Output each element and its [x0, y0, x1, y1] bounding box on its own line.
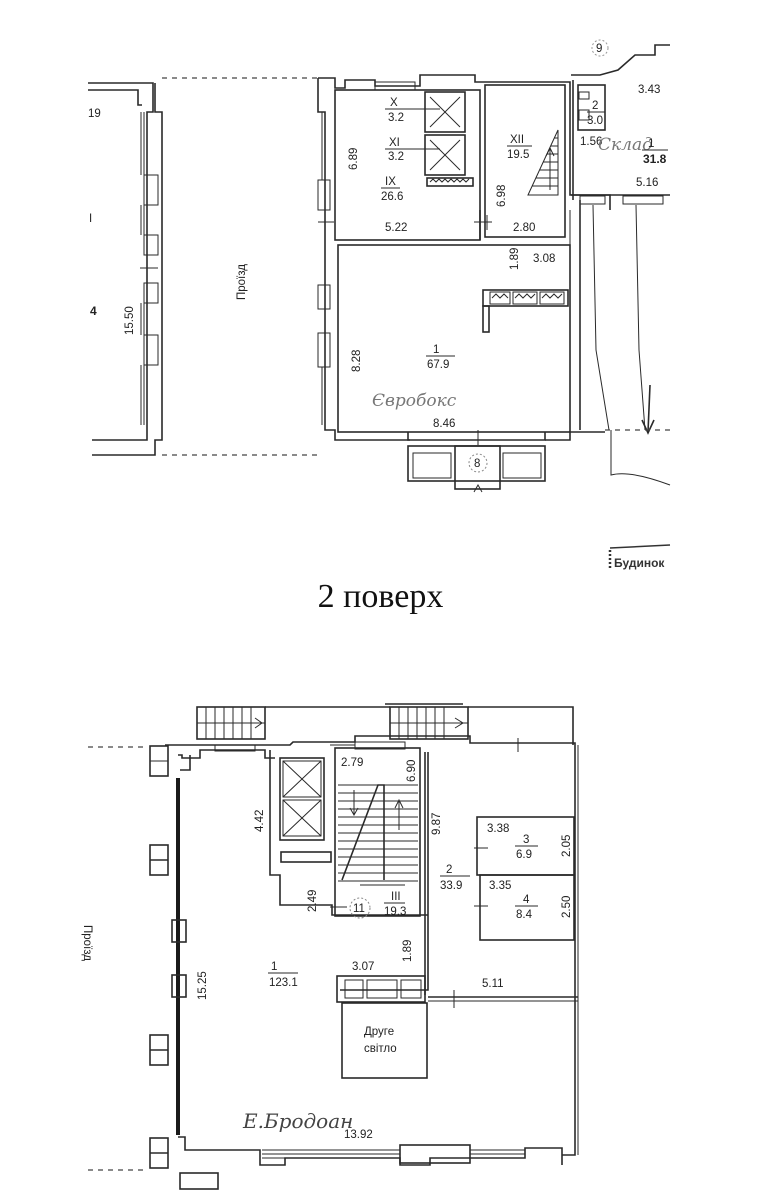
dim-left-wall-bottom: 15.25 [197, 971, 209, 1000]
room-1-id: 1 [433, 344, 439, 356]
dim-room4-height: 2.50 [561, 896, 573, 918]
room-4-id: 4 [523, 894, 530, 906]
handwritten-note-east: Склад [598, 135, 653, 155]
dim-stair-height: 6.90 [406, 760, 418, 782]
room-iii-area: 19.3 [384, 906, 406, 918]
dim-elevator-height: 4.42 [254, 810, 266, 832]
room-xii-area: 19.5 [507, 149, 529, 161]
floor-title: 2 поверх [317, 578, 444, 615]
top-floor-plan: 8 9 19 I 4 15.50 Проїзд 6.89 X 3.2 XI 3.… [88, 39, 671, 570]
room-2-area: 33.9 [440, 880, 462, 892]
dim-east-width: 5.16 [636, 177, 658, 189]
passage-label: Проїзд [236, 264, 248, 300]
second-light-label-2: світло [364, 1043, 397, 1055]
stamp-text: Будинок [614, 556, 665, 570]
edge-label-4: 4 [90, 304, 97, 318]
dim-stair-width: 2.79 [341, 757, 363, 769]
room-1-bottom-id: 1 [271, 961, 277, 973]
dim-room1-height: 8.28 [351, 350, 363, 372]
dim-xii-width: 2.80 [513, 222, 535, 234]
dim-ix-height: 6.89 [348, 148, 360, 170]
dim-ix-width: 5.22 [385, 222, 407, 234]
room-iii-id: III [391, 891, 401, 903]
room-x-area: 3.2 [388, 112, 404, 124]
room-1-bottom-area: 123.1 [269, 977, 298, 989]
dim-hall-height: 2.49 [307, 890, 319, 912]
room-3-area: 6.9 [516, 849, 532, 861]
room-4-area: 8.4 [516, 909, 533, 921]
edge-label-i: I [89, 213, 92, 225]
dim-room3-width: 3.38 [487, 823, 509, 835]
edge-label-19: 19 [88, 108, 101, 120]
handwritten-note: Євробокс [372, 391, 457, 411]
room-xii-id: XII [510, 134, 524, 146]
dim-room3-height: 2.05 [561, 835, 573, 857]
room-east-area: 31.8 [643, 152, 667, 166]
room-ix-id: IX [385, 176, 396, 188]
room-x-id: X [390, 97, 398, 109]
passage-label-bottom: Проїзд [81, 925, 93, 961]
dim-east-top: 3.43 [638, 84, 660, 96]
room-east-id: 1 [648, 138, 654, 150]
room-ix-area: 26.6 [381, 191, 403, 203]
room-wc-id: 2 [592, 100, 598, 112]
dim-room4-width: 3.35 [489, 880, 511, 892]
room-xi-area: 3.2 [388, 151, 404, 163]
bottom-floor-plan: 11 Проїзд 2.79 6.90 4.42 2.49 III 19.3 9… [81, 703, 579, 1190]
dim-room1-width: 8.46 [433, 418, 455, 430]
room-2-id: 2 [446, 864, 452, 876]
entrance-marker-11: 11 [353, 903, 365, 915]
dim-east-side: 1.56 [580, 136, 602, 148]
room-wc-area: 3.0 [587, 115, 603, 127]
handwritten-note-bottom: Е.Бродоан [242, 1109, 353, 1133]
second-light-label-1: Друге [364, 1026, 394, 1038]
dim-bottom-width: 13.92 [344, 1129, 373, 1141]
dim-nook-height-bottom: 1.89 [402, 940, 414, 962]
room-1-area: 67.9 [427, 359, 449, 371]
entrance-marker-8: 8 [474, 458, 480, 470]
dim-nook-height: 1.89 [509, 248, 521, 270]
dim-xii-height: 6.98 [496, 185, 508, 207]
dim-room2-height: 9.87 [431, 813, 443, 835]
entrance-marker-9: 9 [596, 43, 602, 55]
dim-left-wall: 15.50 [124, 306, 136, 335]
dim-partition-width: 5.11 [482, 978, 504, 990]
dim-nook-width-bottom: 3.07 [352, 961, 374, 973]
room-xi-id: XI [389, 137, 400, 149]
dim-nook-width: 3.08 [533, 253, 555, 265]
room-3-id: 3 [523, 834, 529, 846]
